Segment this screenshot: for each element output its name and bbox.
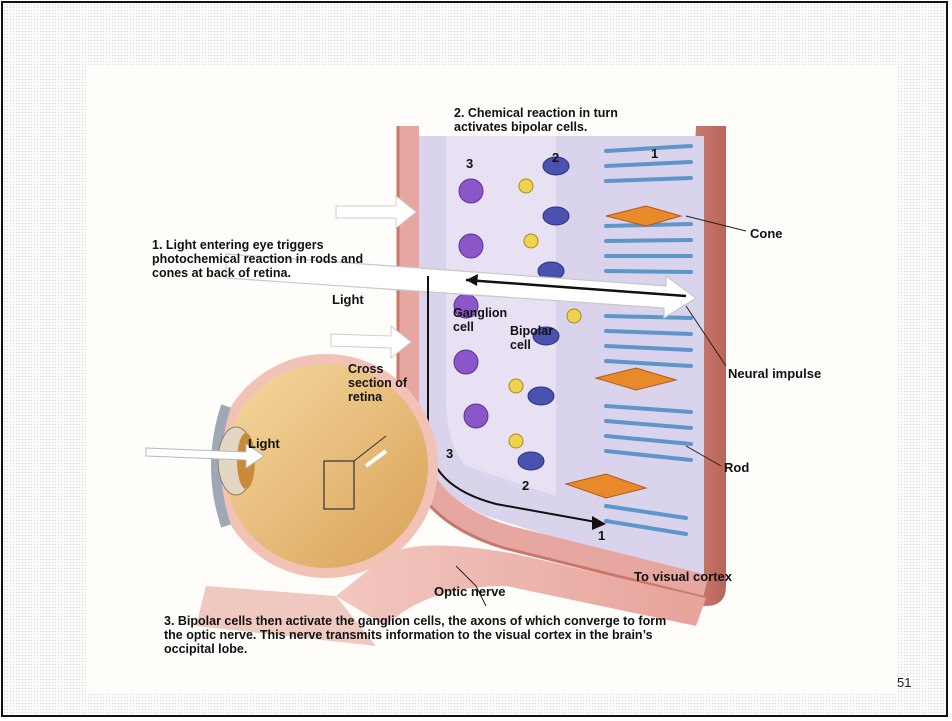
layer-number-3-top: 3	[466, 156, 473, 171]
layer-number-1-top: 1	[651, 146, 658, 161]
layer-number-3-bottom: 3	[446, 446, 453, 461]
light-label-top: Light	[332, 292, 364, 307]
neural-impulse-label: Neural impulse	[728, 366, 821, 381]
cone-label: Cone	[750, 226, 783, 241]
layer-number-1-bottom: 1	[598, 528, 605, 543]
light-label-eye: Light	[248, 436, 280, 451]
step2-text: 2. Chemical reaction in turn activates b…	[454, 106, 664, 134]
layer-number-2-bottom: 2	[522, 478, 529, 493]
step3-text: 3. Bipolar cells then activate the gangl…	[164, 614, 684, 656]
retina-diagram: 2. Chemical reaction in turn activates b…	[86, 66, 896, 694]
step1-text: 1. Light entering eye triggers photochem…	[152, 238, 382, 280]
page-number: 51	[897, 675, 911, 690]
visual-cortex-label: To visual cortex	[634, 569, 732, 584]
bipolar-cell-label: Bipolar cell	[510, 324, 558, 352]
ganglion-cell-label: Ganglion cell	[453, 306, 513, 334]
cross-section-label: Cross section of retina	[348, 362, 412, 404]
rod-label: Rod	[724, 460, 749, 475]
layer-number-2-top: 2	[552, 150, 559, 165]
optic-nerve-label: Optic nerve	[434, 584, 506, 599]
